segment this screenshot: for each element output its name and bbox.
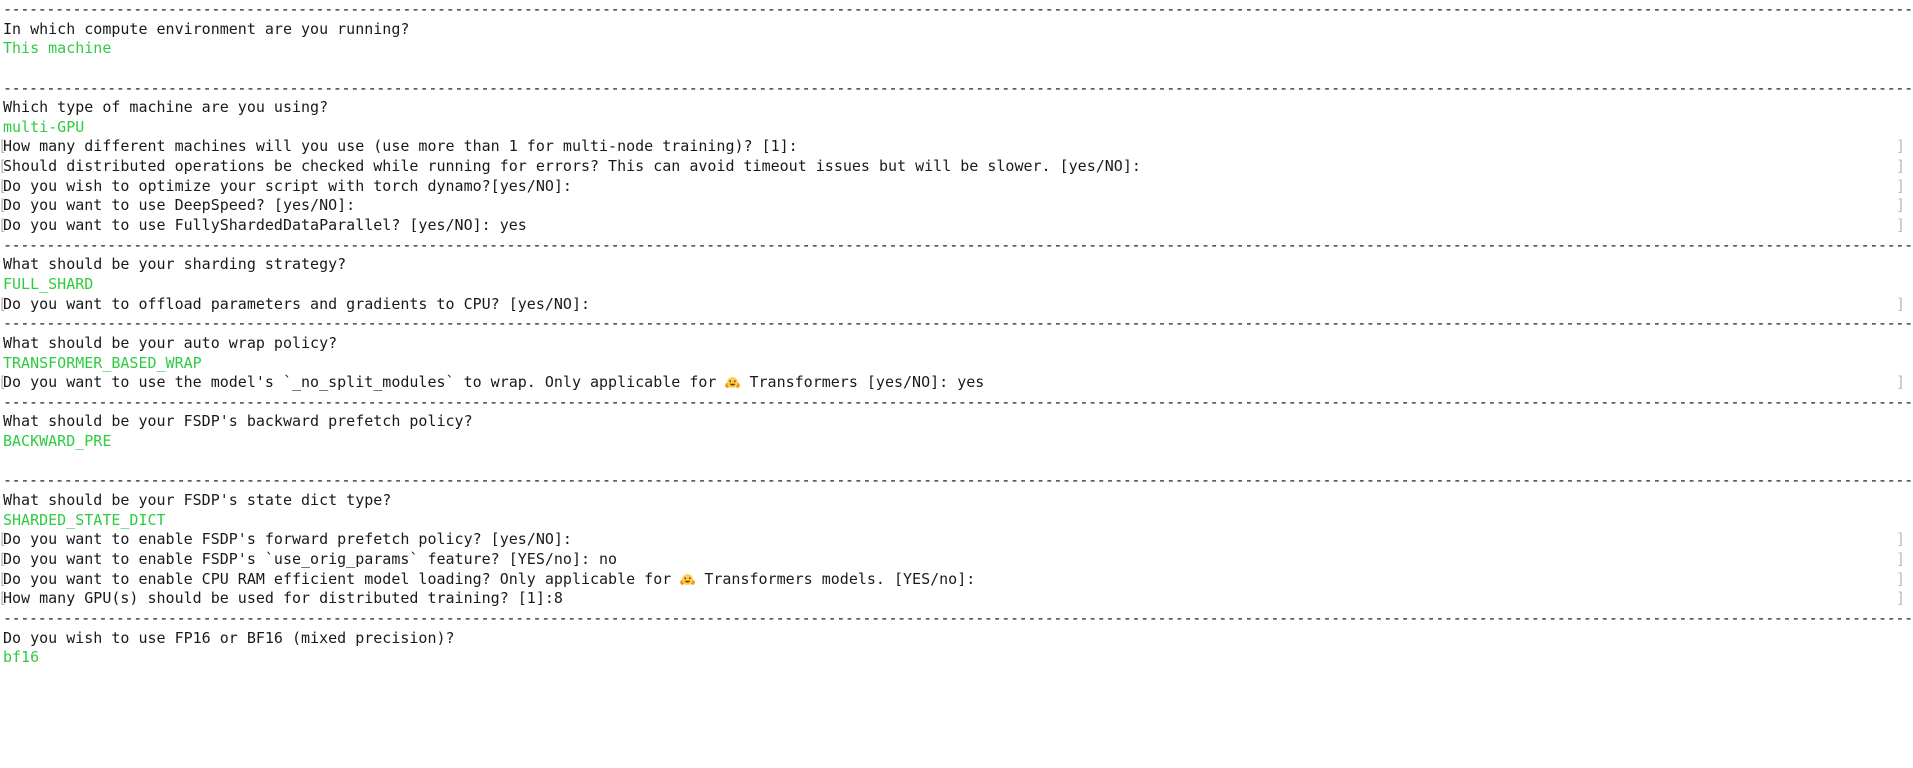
- prompt-text: How many different machines will you use…: [3, 137, 798, 156]
- separator-rule: ----------------------------------------…: [0, 236, 1913, 256]
- prompt-text-after-emoji: Transformers models. [YES/no]:: [695, 569, 976, 588]
- selected-answer-line: TRANSFORMER_BASED_WRAP: [0, 354, 1913, 374]
- prompt-text: Do you want to enable FSDP's `use_orig_p…: [3, 549, 618, 568]
- prompt-line: What should be your FSDP's state dict ty…: [0, 491, 1913, 511]
- separator-rule: ----------------------------------------…: [0, 609, 1913, 629]
- prompt-text: What should be your FSDP's backward pref…: [3, 412, 473, 431]
- selected-answer-line: SHARDED_STATE_DICT: [0, 511, 1913, 531]
- line-wrap-marker-right: ]: [1896, 589, 1906, 608]
- prompt-line: How many different machines will you use…: [0, 137, 1913, 157]
- prompt-line: Do you wish to optimize your script with…: [0, 177, 1913, 197]
- hugging-face-emoji: [680, 572, 696, 586]
- line-wrap-marker-right: ]: [1896, 549, 1906, 568]
- line-wrap-marker-right: ]: [1896, 157, 1906, 176]
- prompt-text: Do you want to use DeepSpeed? [yes/NO]:: [3, 196, 356, 215]
- prompt-text: How many GPU(s) should be used for distr…: [3, 589, 563, 608]
- separator-rule-text: ----------------------------------------…: [3, 314, 1913, 333]
- prompt-text: Do you want to use FullyShardedDataParal…: [3, 216, 527, 235]
- prompt-line: Should distributed operations be checked…: [0, 157, 1913, 177]
- prompt-line: Which type of machine are you using?: [0, 98, 1913, 118]
- separator-rule-text: ----------------------------------------…: [3, 608, 1913, 627]
- line-wrap-marker-right: ]: [1896, 176, 1906, 195]
- prompt-line: In which compute environment are you run…: [0, 20, 1913, 40]
- prompt-line: Do you want to use DeepSpeed? [yes/NO]:[…: [0, 196, 1913, 216]
- prompt-text: Do you wish to use FP16 or BF16 (mixed p…: [3, 628, 455, 647]
- prompt-text: Do you wish to optimize your script with…: [3, 176, 572, 195]
- prompt-text-before-emoji: Do you want to use the model's `_no_spli…: [3, 373, 726, 392]
- prompt-line: Do you want to offload parameters and gr…: [0, 295, 1913, 315]
- line-wrap-marker-right: ]: [1896, 294, 1906, 313]
- answer-text: TRANSFORMER_BASED_WRAP: [3, 353, 202, 372]
- prompt-text: In which compute environment are you run…: [3, 19, 410, 38]
- selected-answer-line: multi-GPU: [0, 118, 1913, 138]
- prompt-text: What should be your sharding strategy?: [3, 255, 347, 274]
- blank-line: [0, 59, 1913, 79]
- answer-text: FULL_SHARD: [3, 274, 94, 293]
- prompt-text: What should be your FSDP's state dict ty…: [3, 491, 392, 510]
- separator-rule-text: ----------------------------------------…: [3, 392, 1913, 411]
- line-wrap-marker-right: ]: [1896, 373, 1906, 392]
- separator-rule: ----------------------------------------…: [0, 314, 1913, 334]
- prompt-text: Do you want to enable FSDP's forward pre…: [3, 530, 572, 549]
- separator-rule: ----------------------------------------…: [0, 79, 1913, 99]
- separator-rule-text: ----------------------------------------…: [3, 0, 1913, 18]
- answer-text: bf16: [3, 648, 40, 667]
- prompt-line: Do you want to enable FSDP's `use_orig_p…: [0, 550, 1913, 570]
- line-wrap-marker-right: ]: [1896, 196, 1906, 215]
- line-wrap-marker-right: ]: [1896, 530, 1906, 549]
- answer-text: multi-GPU: [3, 117, 85, 136]
- selected-answer-line: FULL_SHARD: [0, 275, 1913, 295]
- answer-text: BACKWARD_PRE: [3, 432, 112, 451]
- prompt-text: Do you want to offload parameters and gr…: [3, 294, 590, 313]
- prompt-line: Do you wish to use FP16 or BF16 (mixed p…: [0, 629, 1913, 649]
- hugging-face-emoji: [725, 375, 741, 389]
- prompt-text: What should be your auto wrap policy?: [3, 333, 338, 352]
- prompt-line: Do you want to use FullyShardedDataParal…: [0, 216, 1913, 236]
- separator-rule-text: ----------------------------------------…: [3, 235, 1913, 254]
- separator-rule: ----------------------------------------…: [0, 471, 1913, 491]
- blank-line: [0, 452, 1913, 472]
- answer-text: SHARDED_STATE_DICT: [3, 510, 166, 529]
- separator-rule: ----------------------------------------…: [0, 393, 1913, 413]
- line-wrap-marker-right: ]: [1896, 569, 1906, 588]
- prompt-line: Do you want to use the model's `_no_spli…: [0, 373, 1913, 393]
- prompt-text: Should distributed operations be checked…: [3, 157, 1141, 176]
- prompt-line: Do you want to enable FSDP's forward pre…: [0, 530, 1913, 550]
- prompt-line: What should be your FSDP's backward pref…: [0, 412, 1913, 432]
- line-wrap-marker-right: ]: [1896, 137, 1906, 156]
- prompt-text-before-emoji: Do you want to enable CPU RAM efficient …: [3, 569, 681, 588]
- prompt-line: What should be your sharding strategy?: [0, 255, 1913, 275]
- selected-answer-line: BACKWARD_PRE: [0, 432, 1913, 452]
- separator-rule: ----------------------------------------…: [0, 0, 1913, 20]
- selected-answer-line: bf16: [0, 648, 1913, 668]
- selected-answer-line: This machine: [0, 39, 1913, 59]
- prompt-line: Do you want to enable CPU RAM efficient …: [0, 570, 1913, 590]
- line-wrap-marker-right: ]: [1896, 216, 1906, 235]
- prompt-line: What should be your auto wrap policy?: [0, 334, 1913, 354]
- separator-rule-text: ----------------------------------------…: [3, 78, 1913, 97]
- prompt-text: Which type of machine are you using?: [3, 98, 329, 117]
- separator-rule-text: ----------------------------------------…: [3, 471, 1913, 490]
- prompt-text-after-emoji: Transformers [yes/NO]: yes: [740, 373, 985, 392]
- prompt-line: How many GPU(s) should be used for distr…: [0, 589, 1913, 609]
- answer-text: This machine: [3, 39, 112, 58]
